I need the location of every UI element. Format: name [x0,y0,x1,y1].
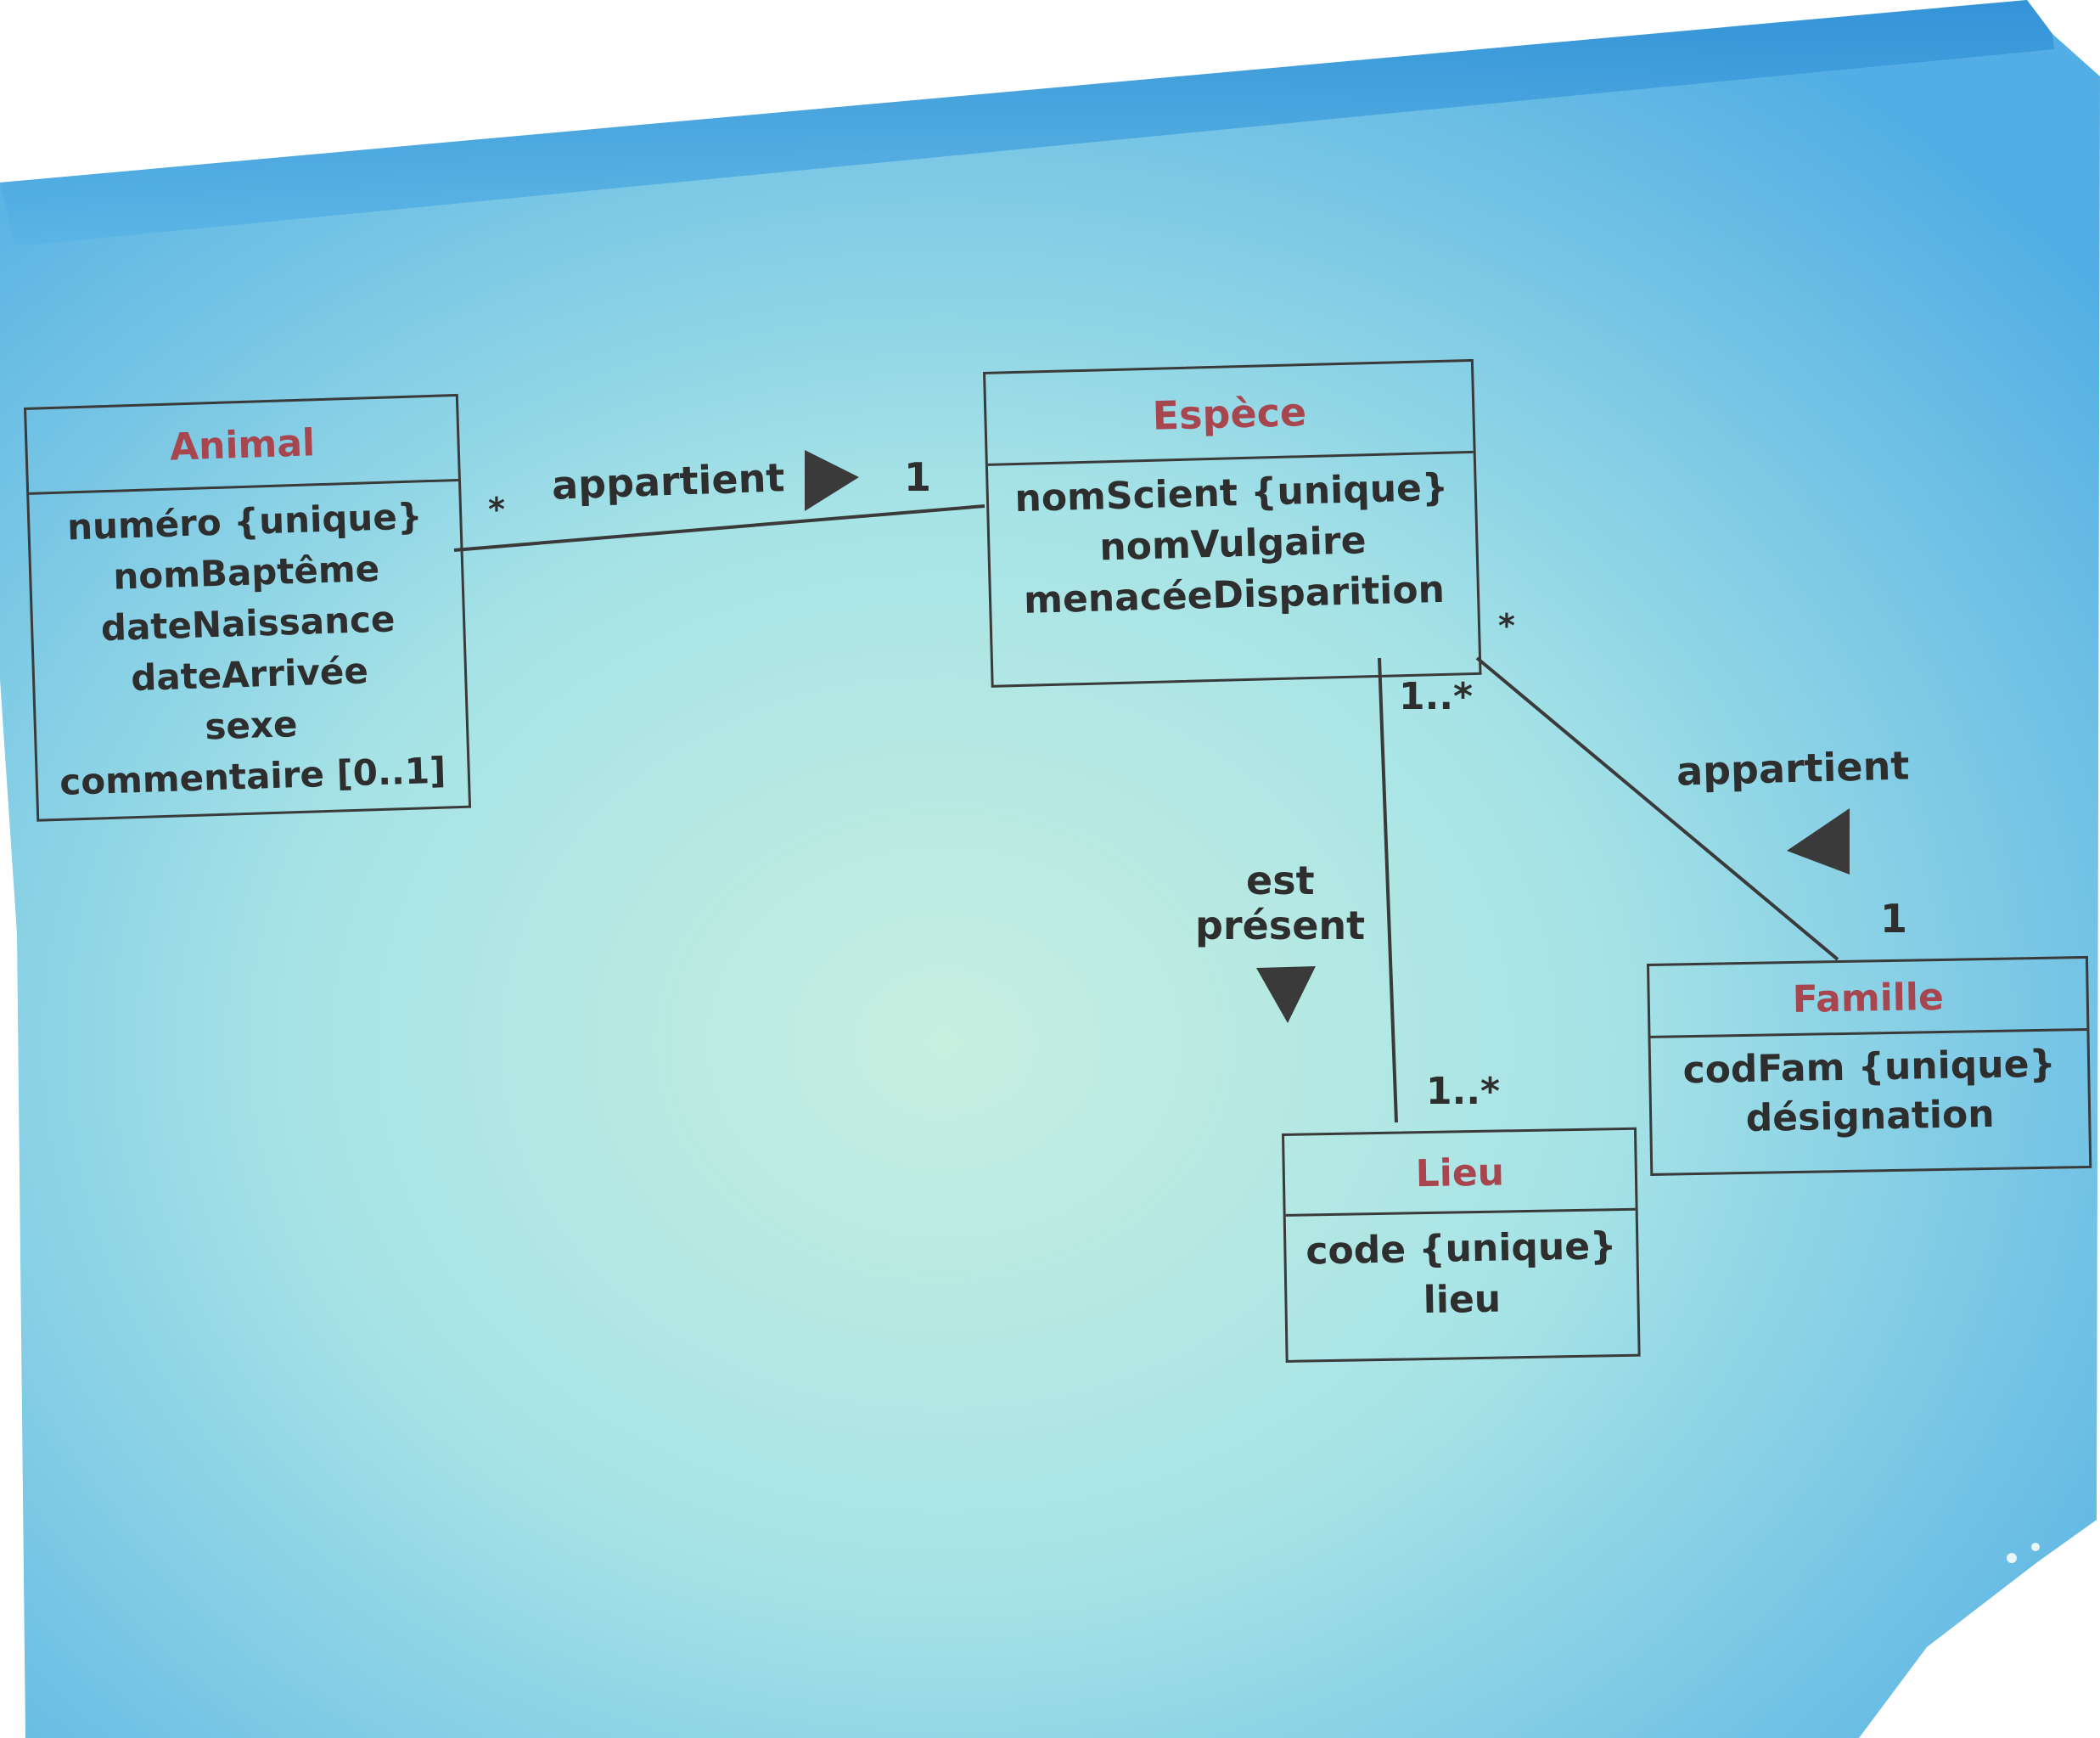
attribute-lieu: lieu [1423,1277,1502,1323]
class-name-lieu: Lieu [1284,1129,1636,1217]
association-label-appartient-1: appartient [551,454,786,509]
association-line-espece-famille [1475,656,1839,961]
class-animal[interactable]: Animal numéro {unique} nomBaptême dateNa… [24,393,472,822]
slide-top-edge [0,0,2054,246]
multiplicity-espece-side-1: 1 [904,454,932,500]
class-name-animal: Animal [26,397,458,495]
attribute-designation: désignation [1745,1092,1995,1140]
triangle-down-icon [1256,966,1316,1023]
association-label-est: est [1246,858,1315,903]
attribute-code: code {unique} [1305,1224,1617,1274]
association-line-espece-lieu [1378,657,1398,1123]
class-lieu[interactable]: Lieu code {unique} lieu [1282,1127,1641,1363]
class-famille[interactable]: Famille codFam {unique} désignation [1647,955,2092,1176]
multiplicity-lieu-side: 1..* [1426,1070,1501,1113]
association-line-animal-espece [453,504,985,552]
multiplicity-espece-side-3: 1..* [1399,675,1474,718]
triangle-left-icon [1787,808,1850,875]
class-name-espece: Espèce [985,361,1474,466]
paper-tear-speck [2007,1553,2017,1563]
association-label-present: présent [1195,903,1366,948]
multiplicity-famille-side: 1 [1880,896,1908,942]
multiplicity-espece-side-2: * [1498,607,1515,644]
class-espece[interactable]: Espèce nomScient {unique} nomVulgaire me… [983,358,1482,688]
class-name-famille: Famille [1649,958,2087,1038]
multiplicity-animal-side: * [488,491,505,528]
attribute-codfam: codFam {unique} [1682,1042,2057,1093]
triangle-right-icon [805,450,859,511]
association-label-appartient-2: appartient [1676,742,1910,795]
paper-tear-speck [2031,1543,2040,1551]
